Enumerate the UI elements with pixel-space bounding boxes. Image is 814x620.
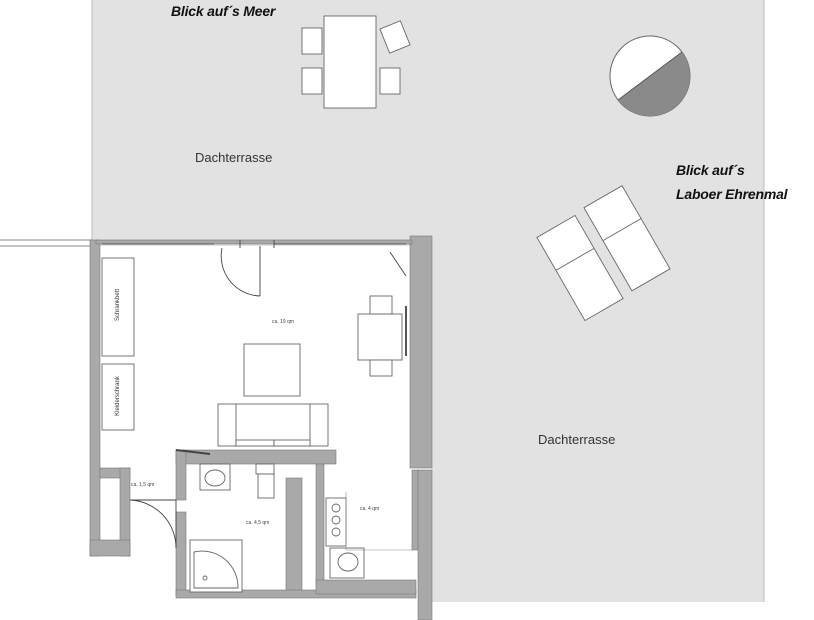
walls: [89, 235, 433, 620]
terrace-top-label: Dachterrasse: [195, 150, 273, 165]
bathroom-fixtures: [189, 463, 275, 593]
wardrobe-label: Kleiderschrank: [115, 376, 121, 416]
hall-area-label: ca. 1,5 qm: [131, 482, 155, 488]
view-memorial-label-line2: Laboer Ehrenmal: [676, 186, 788, 202]
room-outlines: [345, 492, 412, 551]
railing-left: [0, 239, 92, 247]
terrace-right-label: Dachterrasse: [538, 432, 616, 447]
living-furniture: [101, 257, 403, 447]
bath-area-label: ca. 4,5 qm: [246, 520, 270, 526]
parasol: [609, 35, 691, 117]
view-memorial-label-line1: Blick auf´s: [676, 162, 745, 178]
terrace-table-set: [301, 15, 411, 109]
kitchen-fixtures: [325, 497, 365, 579]
view-sea-label: Blick auf´s Meer: [171, 3, 276, 19]
kitchen-area-label: ca. 4 qm: [360, 506, 380, 512]
sun-loungers: [536, 185, 671, 322]
doors: [129, 246, 407, 549]
living-area-label: ca. 19 qm: [272, 319, 294, 325]
windows: [102, 240, 407, 356]
sofa-bed-label: Schrankbett: [115, 288, 121, 322]
